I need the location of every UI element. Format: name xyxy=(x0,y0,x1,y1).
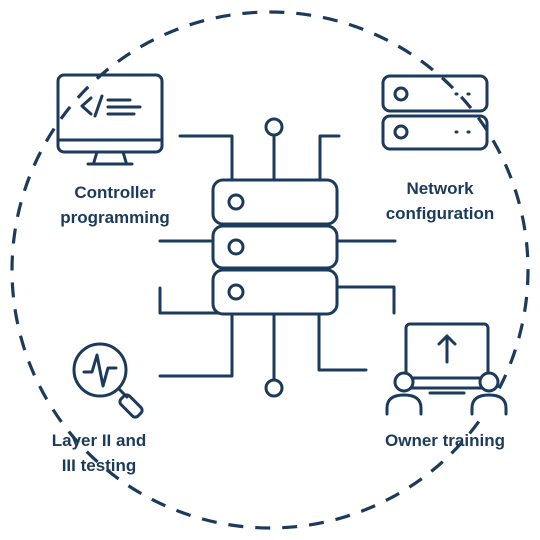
label-layer-testing: Layer II and III testing xyxy=(36,428,162,478)
bottom-node xyxy=(264,378,284,398)
server-stack-icon xyxy=(211,178,339,316)
label-layer-line2: III testing xyxy=(61,456,137,475)
label-controller-programming: Controller programming xyxy=(42,180,188,230)
dashed-circle-border xyxy=(10,10,530,530)
label-network-configuration: Network configuration xyxy=(360,176,520,226)
magnifier-waveform-icon xyxy=(72,342,144,419)
server-rack-icon xyxy=(381,74,489,151)
monitor-code-icon xyxy=(56,73,164,166)
label-controller-line1: Controller xyxy=(74,183,156,202)
connector-lines xyxy=(158,134,397,385)
label-owner-line1: Owner training xyxy=(385,431,505,450)
label-network-line1: Network xyxy=(406,179,474,198)
label-network-line2: configuration xyxy=(385,204,495,223)
label-owner-training: Owner training xyxy=(362,428,528,453)
label-layer-line1: Layer II and xyxy=(51,431,147,450)
presentation-people-icon xyxy=(385,322,508,416)
label-controller-line2: programming xyxy=(60,208,170,227)
top-node xyxy=(264,117,284,137)
